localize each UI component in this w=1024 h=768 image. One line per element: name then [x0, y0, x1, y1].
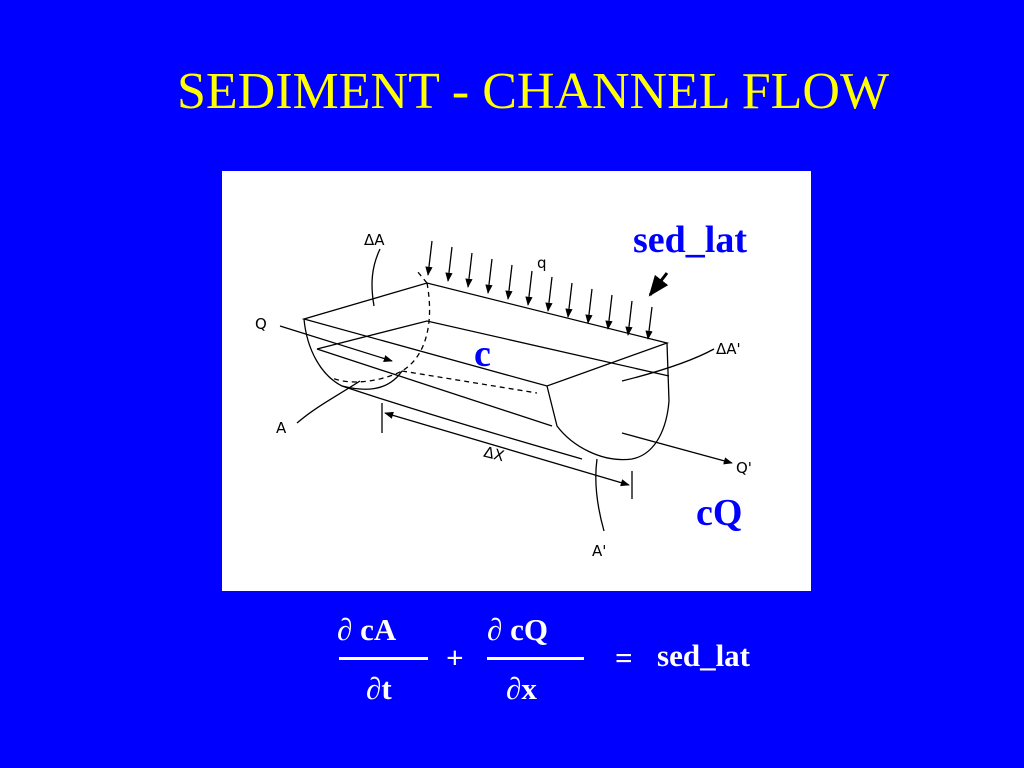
slide-title: SEDIMENT - CHANNEL FLOW	[176, 63, 890, 120]
q-outflow-arrow	[621, 432, 733, 465]
equation-rhs: sed_lat	[657, 638, 750, 673]
delta-x-dimension-line	[384, 411, 630, 487]
q-inflow-arrow	[279, 325, 393, 363]
dashed-cross-section-left	[331, 282, 431, 383]
channel-sketch: ΔA q Q ΔA' A ΔX Q' A'	[255, 231, 752, 560]
delta-a-prime-leader	[621, 348, 715, 382]
a-leader	[296, 380, 361, 424]
channel-right-end	[546, 342, 670, 461]
plus-sign: +	[446, 640, 464, 675]
cq-label: cQ	[696, 492, 743, 534]
delta-a-leader	[371, 248, 381, 307]
a-label: A	[276, 419, 287, 437]
a-prime-leader	[595, 458, 605, 532]
channel-left-end	[303, 318, 403, 390]
term1-denominator: ∂t	[366, 671, 392, 706]
q-lateral-label: q	[537, 254, 547, 272]
q-out-label: Q'	[736, 459, 752, 477]
delta-a-label: ΔA	[364, 231, 385, 249]
channel-front-upper-edge	[316, 320, 670, 377]
sed-lat-arrow	[648, 272, 669, 297]
a-prime-label: A'	[592, 542, 606, 560]
q-in-label: Q	[255, 315, 267, 333]
term2-fraction-bar	[487, 657, 584, 660]
channel-flow-diagram: ΔA q Q ΔA' A ΔX Q' A' sed_lat c cQ	[222, 171, 811, 591]
term2-denominator: ∂x	[506, 671, 537, 706]
lateral-inflow-arrows	[425, 240, 653, 340]
equals-sign: =	[615, 640, 633, 675]
term2-numerator: ∂ cQ	[487, 612, 548, 647]
dashed-back-edge	[401, 270, 538, 394]
delta-a-prime-label: ΔA'	[716, 340, 741, 358]
concentration-label: c	[474, 333, 491, 375]
delta-x-label: ΔX	[482, 443, 506, 465]
term1-numerator: ∂ cA	[337, 612, 397, 647]
term1-fraction-bar	[339, 657, 428, 660]
sed-lat-label: sed_lat	[633, 219, 747, 261]
